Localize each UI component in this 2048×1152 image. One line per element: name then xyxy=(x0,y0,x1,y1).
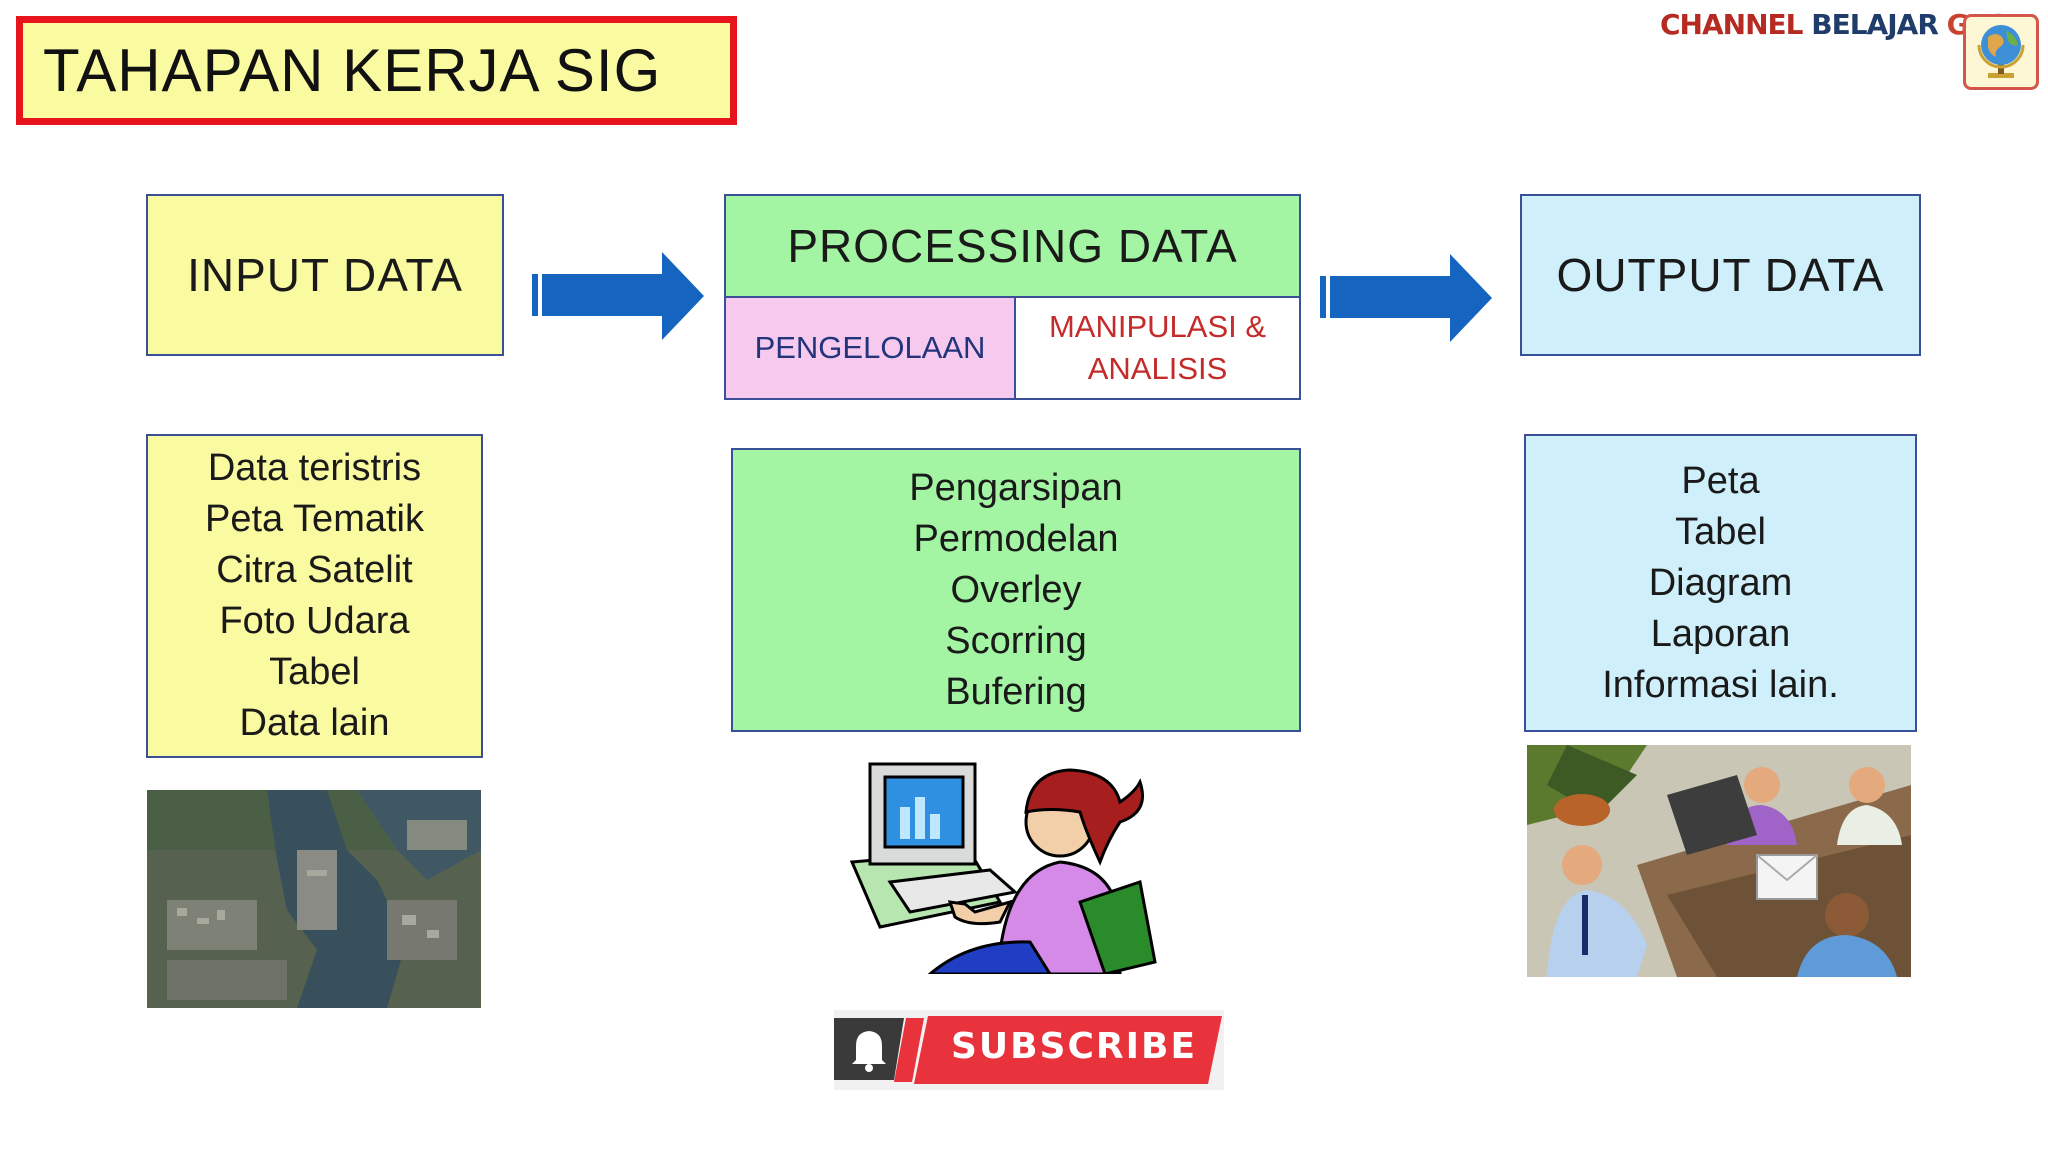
list-item: Overley xyxy=(950,568,1082,611)
list-item: Data lain xyxy=(239,702,390,744)
analisis-label: ANALISIS xyxy=(1087,351,1228,386)
list-item: Permodelan xyxy=(913,517,1119,560)
manipulasi-label: MANIPULASI & xyxy=(1048,309,1267,344)
output-data-list: Peta Tabel Diagram Laporan Informasi lai… xyxy=(1524,434,1917,732)
brand-word-1: CHANNEL xyxy=(1660,8,1803,41)
satellite-image xyxy=(147,790,481,1008)
arrow-right-icon xyxy=(532,252,704,340)
processing-data-heading: PROCESSING DATA xyxy=(787,220,1238,272)
list-item: Tabel xyxy=(1675,510,1766,553)
subscribe-button[interactable]: SUBSCRIBE xyxy=(834,1010,1224,1090)
list-item: Pengarsipan xyxy=(909,466,1123,509)
globe-icon xyxy=(1963,14,2039,90)
list-item: Laporan xyxy=(1650,612,1791,655)
list-item: Foto Udara xyxy=(219,600,410,642)
page-title: TAHAPAN KERJA SIG xyxy=(43,37,662,104)
pengelolaan-label: PENGELOLAAN xyxy=(754,330,986,365)
list-item: Citra Satelit xyxy=(216,549,413,591)
arrow-right-icon xyxy=(1320,254,1492,342)
input-data-box: INPUT DATA xyxy=(146,194,504,356)
list-item: Scorring xyxy=(945,619,1087,662)
output-data-heading: OUTPUT DATA xyxy=(1556,249,1885,301)
input-data-list: Data teristris Peta Tematik Citra Sateli… xyxy=(146,434,483,758)
list-item: Data teristris xyxy=(207,447,422,489)
processing-data-box: PROCESSING DATA xyxy=(724,194,1301,296)
title-box: TAHAPAN KERJA SIG xyxy=(16,16,737,125)
processing-data-list: Pengarsipan Permodelan Overley Scorring … xyxy=(731,448,1301,732)
list-item: Peta Tematik xyxy=(205,498,424,540)
computer-user-image xyxy=(850,762,1157,974)
manipulasi-analisis-box: MANIPULASI & ANALISIS xyxy=(1016,296,1301,400)
input-data-heading: INPUT DATA xyxy=(187,249,463,301)
list-item: Diagram xyxy=(1648,561,1793,604)
brand-word-2: BELAJAR xyxy=(1811,8,1939,41)
list-item: Peta xyxy=(1681,459,1760,502)
channel-brand: CHANNEL BELAJAR GEO xyxy=(1660,8,2011,41)
list-item: Informasi lain. xyxy=(1602,663,1839,706)
list-item: Bufering xyxy=(945,670,1087,713)
meeting-image xyxy=(1527,745,1911,977)
subscribe-label: SUBSCRIBE xyxy=(950,1026,1198,1067)
pengelolaan-box: PENGELOLAAN xyxy=(724,296,1016,400)
bell-icon xyxy=(852,1031,886,1072)
output-data-box: OUTPUT DATA xyxy=(1520,194,1921,356)
list-item: Tabel xyxy=(269,651,360,693)
